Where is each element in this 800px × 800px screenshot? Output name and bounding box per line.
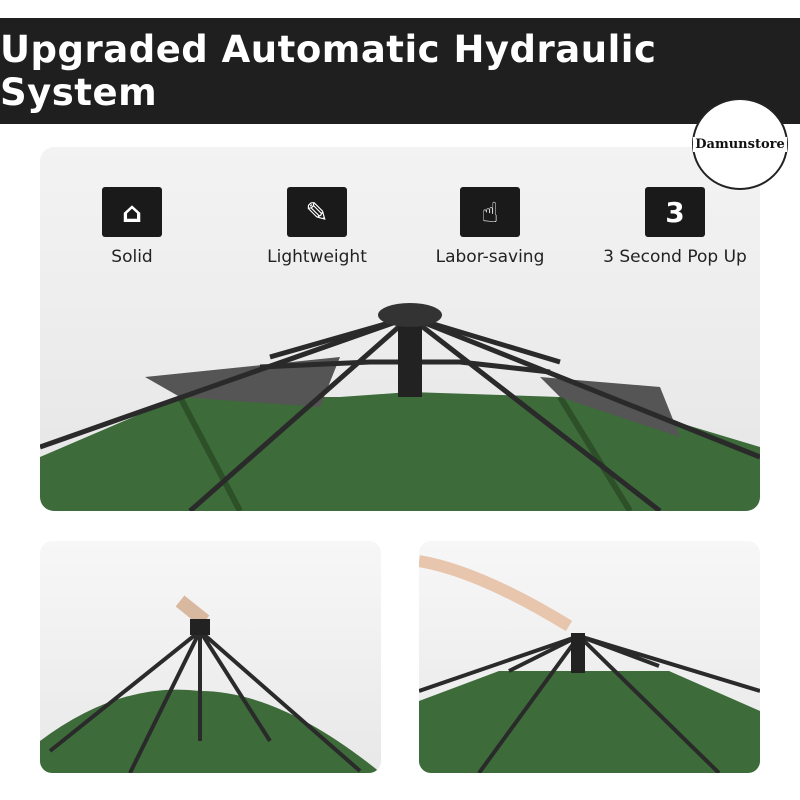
title-banner: Upgraded Automatic Hydraulic System (0, 18, 800, 124)
feature-label: Labor-saving (435, 247, 545, 267)
store-logo: Damunstore (692, 98, 788, 190)
feature-label: Lightweight (267, 247, 367, 267)
hand-press-icon: ☝ (460, 187, 520, 237)
folded-tent-photo (40, 541, 381, 773)
feature-label: 3 Second Pop Up (603, 247, 747, 267)
feather-icon: ✎ (287, 187, 347, 237)
home-icon: ⌂ (102, 187, 162, 237)
number-three-icon: 3 (645, 187, 705, 237)
feature-solid: ⌂ Solid (52, 187, 212, 267)
logo-text: Damunstore (693, 136, 787, 152)
tent-frame-illustration (40, 303, 760, 511)
folded-tent-illustration (40, 595, 381, 773)
feature-label: Solid (111, 247, 153, 267)
opening-tent-illustration (419, 555, 760, 773)
banner-title: Upgraded Automatic Hydraulic System (0, 28, 657, 114)
feature-lightweight: ✎ Lightweight (237, 187, 397, 267)
tent-top-photo: ⌂ Solid ✎ Lightweight ☝ Labor-saving 3 3 Sec… (40, 147, 760, 511)
feature-pop-up: 3 3 Second Pop Up (595, 187, 755, 267)
feature-labor-saving: ☝ Labor-saving (410, 187, 570, 267)
opening-tent-photo (419, 541, 760, 773)
